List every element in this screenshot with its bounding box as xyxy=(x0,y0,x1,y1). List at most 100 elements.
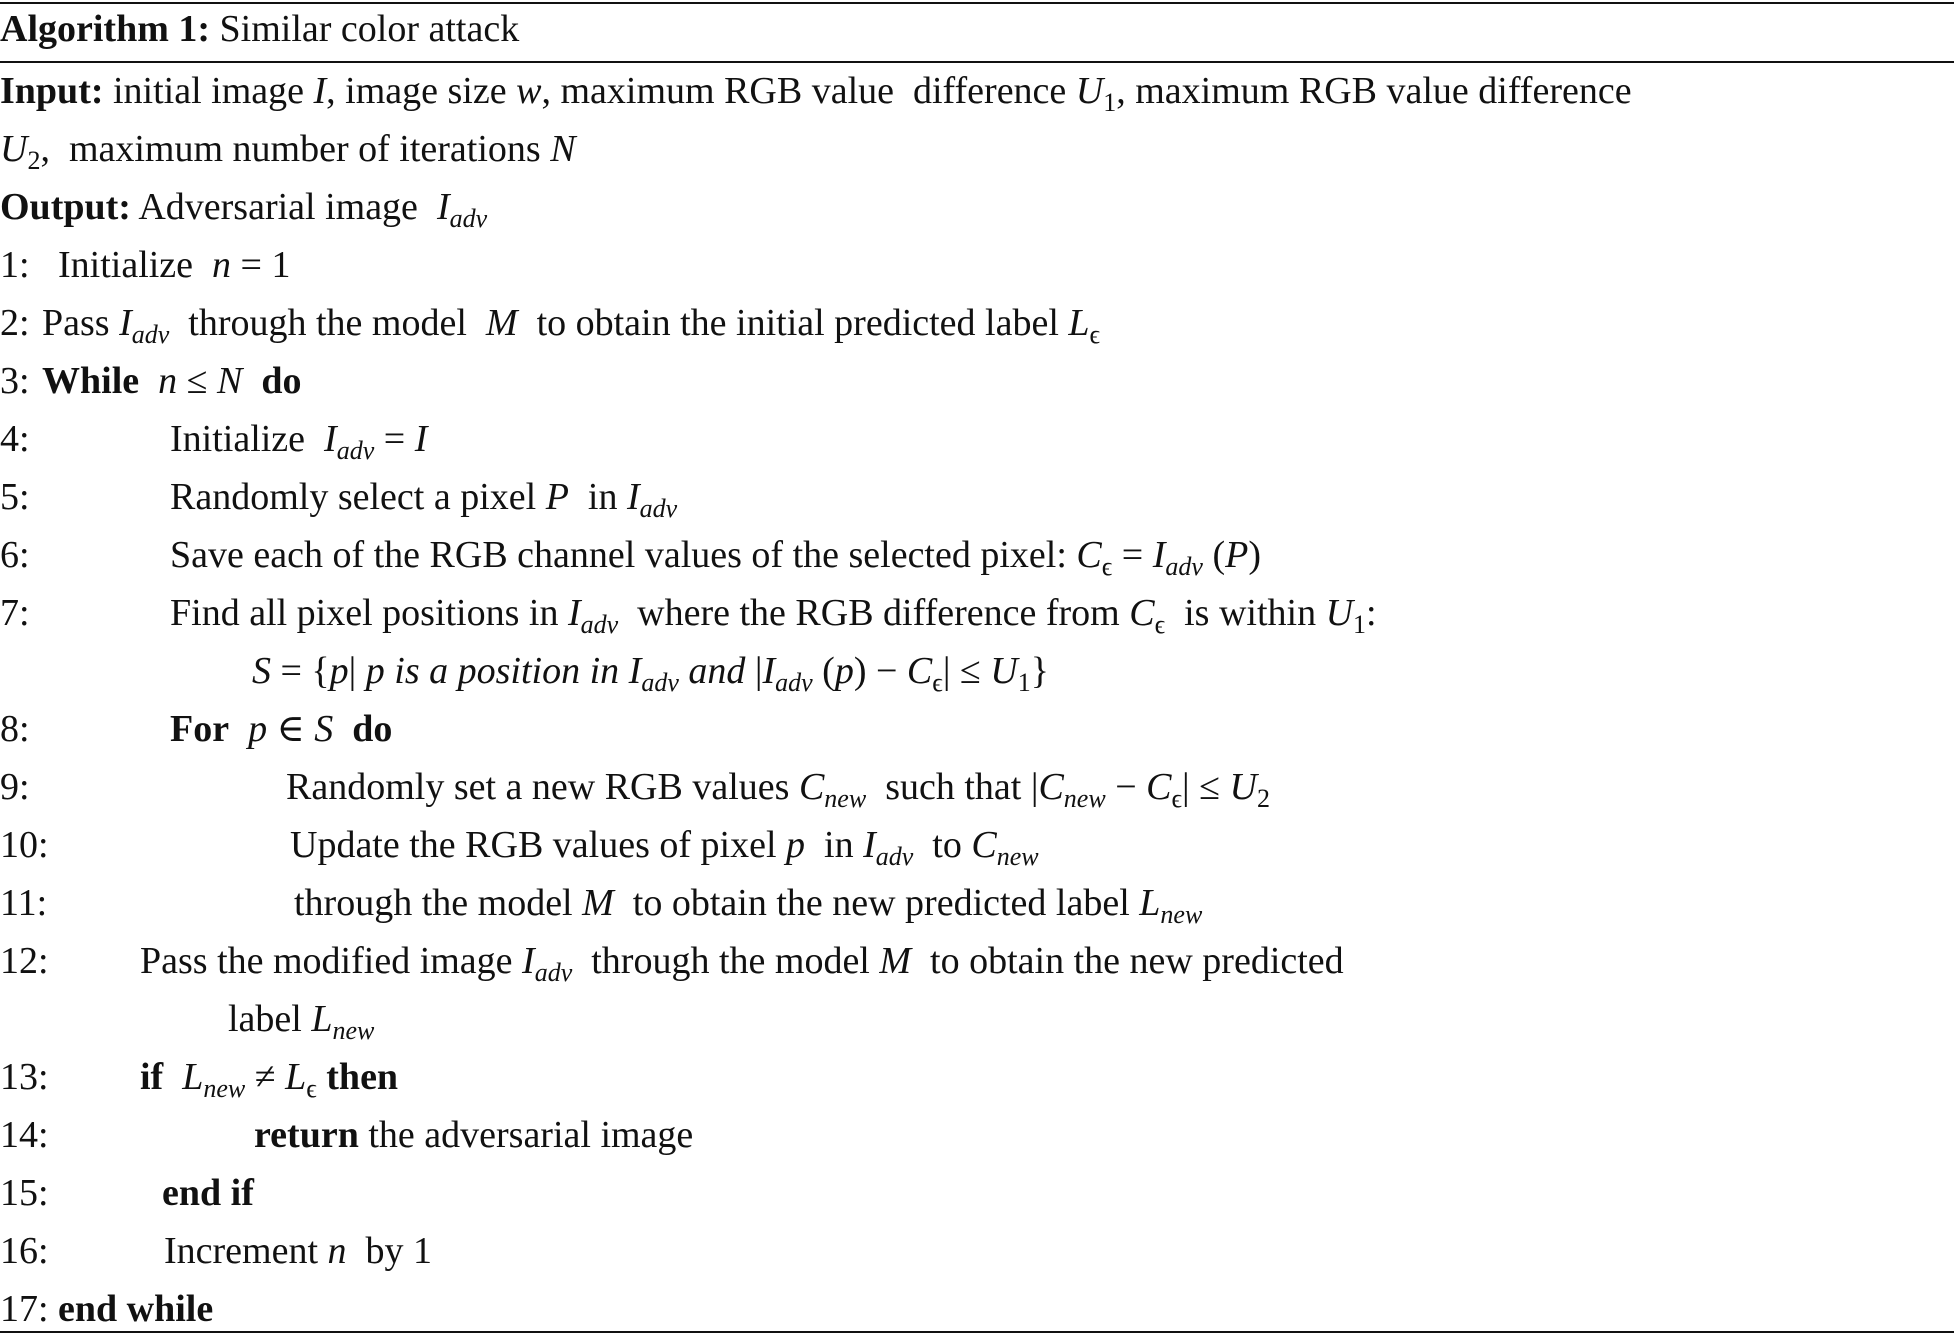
line-number: 16: xyxy=(0,1230,49,1272)
var: p xyxy=(834,650,854,692)
text: | xyxy=(348,650,366,692)
text: } xyxy=(1030,650,1049,692)
var: p xyxy=(248,708,268,750)
keyword: While xyxy=(42,360,140,402)
text: , maximum RGB value difference xyxy=(541,70,1076,112)
var: C xyxy=(1038,766,1064,808)
line-number: 3: xyxy=(0,360,30,402)
var: I xyxy=(324,418,337,460)
text: where the RGB difference from xyxy=(618,592,1130,634)
line-number: 1: xyxy=(0,244,30,286)
var: M xyxy=(879,940,912,982)
line-number: 17: xyxy=(0,1288,49,1330)
subscript: new xyxy=(1063,784,1106,813)
text: Find all pixel positions in xyxy=(170,592,568,634)
var: I xyxy=(119,302,132,344)
line-number: 9: xyxy=(0,766,30,808)
subscript: new xyxy=(996,842,1039,871)
text: ≤ xyxy=(177,360,217,402)
subscript: adv xyxy=(875,842,914,871)
subscript: adv xyxy=(449,204,488,233)
subscript: ϵ xyxy=(932,668,943,697)
line-number: 4: xyxy=(0,418,30,460)
keyword: if xyxy=(140,1056,164,1098)
line-number: 10: xyxy=(0,824,49,866)
var: U xyxy=(1325,592,1354,634)
text: initial image xyxy=(103,70,314,112)
text: by 1 xyxy=(346,1230,433,1272)
line-number: 8: xyxy=(0,708,30,750)
subscript: new xyxy=(1160,900,1203,929)
subscript: adv xyxy=(131,320,170,349)
var: U xyxy=(1075,70,1104,112)
text: in xyxy=(805,824,864,866)
var: N xyxy=(216,360,243,402)
algorithm-title: Algorithm 1: Similar color attack xyxy=(0,6,519,52)
var: U xyxy=(1229,766,1257,808)
var: I xyxy=(567,592,581,634)
text: the adversarial image xyxy=(358,1114,694,1156)
text: | ≤ xyxy=(942,650,991,692)
subscript: ϵ xyxy=(306,1074,317,1103)
subscript: ϵ xyxy=(1171,784,1183,813)
bottom-rule xyxy=(0,1331,1954,1333)
var: n xyxy=(158,360,178,402)
var: I xyxy=(1152,534,1166,576)
text: − xyxy=(1105,766,1147,808)
text: to obtain the new predicted xyxy=(911,940,1344,982)
var: U xyxy=(0,128,28,170)
output-line: Output: Adversarial image Iadv xyxy=(0,184,488,233)
var: L xyxy=(285,1056,307,1098)
subscript: ϵ xyxy=(1101,552,1113,581)
text: Randomly set a new RGB values xyxy=(286,766,799,808)
text: Update the RGB values of pixel xyxy=(290,824,787,866)
text: Initialize xyxy=(58,244,213,286)
subscript: 2 xyxy=(27,146,41,175)
text: , maximum RGB value difference xyxy=(1116,70,1632,112)
text xyxy=(139,360,158,402)
subscript: ϵ xyxy=(1089,320,1101,349)
text xyxy=(317,1056,327,1098)
subscript: adv xyxy=(580,610,619,639)
subscript: adv xyxy=(1165,552,1203,581)
text: ≠ xyxy=(245,1056,286,1098)
var: p xyxy=(329,650,349,692)
var: M xyxy=(485,302,518,344)
subscript: new xyxy=(203,1074,246,1103)
text: : xyxy=(1366,592,1377,634)
text: Initialize xyxy=(170,418,325,460)
var: I xyxy=(628,650,642,692)
line-number: 15: xyxy=(0,1172,49,1214)
var: M xyxy=(582,882,614,924)
text: p is a position in xyxy=(365,650,629,692)
text: Adversarial image xyxy=(130,186,437,228)
text: = xyxy=(1112,534,1153,576)
var: n xyxy=(212,244,232,286)
var: I xyxy=(863,824,876,866)
line-number: 14: xyxy=(0,1114,49,1156)
line-number: 7: xyxy=(0,592,30,634)
text: Randomly select a pixel xyxy=(170,476,546,518)
text: and xyxy=(678,650,755,692)
keyword: end if xyxy=(162,1172,254,1214)
var: L xyxy=(182,1056,204,1098)
output-label: Output: xyxy=(0,186,131,228)
line-number: 12: xyxy=(0,940,49,982)
var: L xyxy=(1139,882,1161,924)
subscript: ϵ xyxy=(1154,610,1166,639)
keyword: end while xyxy=(58,1288,214,1330)
var: L xyxy=(1068,302,1090,344)
subscript: 1 xyxy=(1103,88,1117,117)
line-number: 13: xyxy=(0,1056,49,1098)
var: L xyxy=(311,998,333,1040)
input-line-2: U2, maximum number of iterations N xyxy=(0,126,576,175)
text: , maximum number of iterations xyxy=(40,128,551,170)
line-number: 11: xyxy=(0,882,48,924)
var: C xyxy=(798,766,825,808)
text: to obtain the new predicted label xyxy=(613,882,1140,924)
var: p xyxy=(786,824,806,866)
subscript: adv xyxy=(336,436,375,465)
line-number: 2: xyxy=(0,302,30,344)
subscript: new xyxy=(824,784,867,813)
